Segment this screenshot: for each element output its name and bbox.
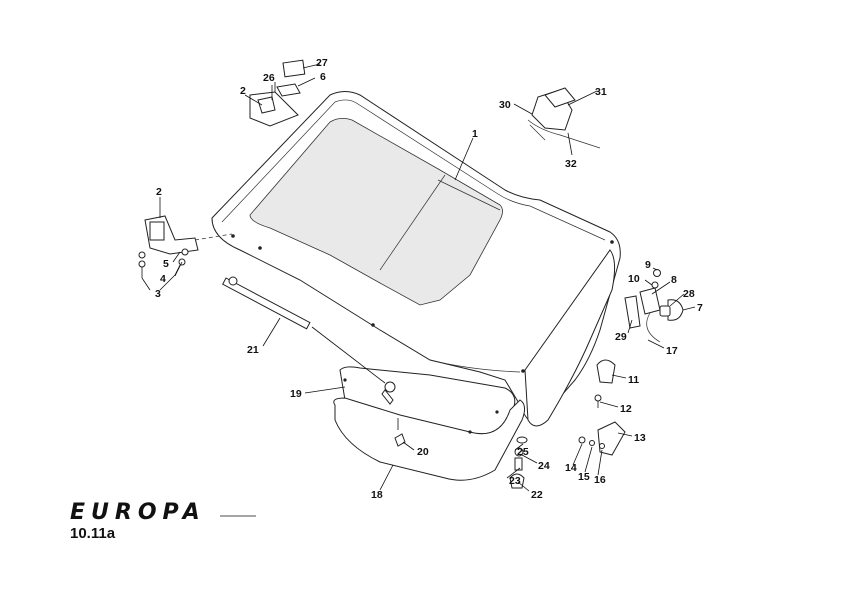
callout-27: 27 bbox=[316, 57, 328, 69]
callout-22: 22 bbox=[531, 489, 543, 501]
callout-29: 29 bbox=[615, 331, 627, 343]
callout-3: 3 bbox=[155, 288, 161, 300]
lower-trim-panel bbox=[333, 366, 526, 481]
callout-32: 32 bbox=[565, 158, 577, 170]
callout-30: 30 bbox=[499, 99, 511, 111]
callout-1: 1 bbox=[472, 128, 478, 140]
gas-strut bbox=[222, 276, 396, 405]
callout-14: 14 bbox=[565, 462, 577, 474]
callout-23: 23 bbox=[509, 475, 521, 487]
lower-hinge bbox=[138, 215, 233, 278]
callout-17: 17 bbox=[666, 345, 678, 357]
callout-7: 7 bbox=[697, 302, 703, 314]
europa-logo: EUROPA bbox=[70, 500, 206, 525]
leader-lines bbox=[141, 63, 696, 492]
callout-9: 9 bbox=[645, 259, 651, 271]
callout-6: 6 bbox=[320, 71, 326, 83]
callout-20: 20 bbox=[417, 446, 429, 458]
release-mechanism bbox=[527, 87, 601, 149]
callout-16: 16 bbox=[594, 474, 606, 486]
callout-2-upper: 2 bbox=[240, 85, 246, 97]
callout-18: 18 bbox=[371, 489, 383, 501]
callout-2-lower: 2 bbox=[156, 186, 162, 198]
callout-19: 19 bbox=[290, 388, 302, 400]
callout-8: 8 bbox=[671, 274, 677, 286]
figure-reference: 10.11a bbox=[70, 525, 116, 542]
callout-13: 13 bbox=[634, 432, 646, 444]
callout-21: 21 bbox=[247, 344, 259, 356]
callout-26: 26 bbox=[263, 72, 275, 84]
rear-hatch-assembly bbox=[211, 91, 621, 427]
callout-10: 10 bbox=[628, 273, 640, 285]
callout-11: 11 bbox=[628, 374, 639, 386]
callout-28: 28 bbox=[683, 288, 695, 300]
fasteners bbox=[394, 418, 406, 447]
callout-24: 24 bbox=[538, 460, 550, 472]
upper-hinge bbox=[249, 59, 306, 127]
callout-31: 31 bbox=[595, 86, 607, 98]
callout-12: 12 bbox=[620, 403, 632, 415]
brand-wordmark: EUROPA bbox=[70, 500, 256, 525]
callout-25: 25 bbox=[517, 446, 529, 458]
lock-assembly bbox=[594, 269, 684, 408]
callout-labels: 1 2 2 3 4 5 6 7 8 9 10 11 12 13 14 15 16… bbox=[155, 57, 703, 501]
callout-4: 4 bbox=[160, 273, 166, 285]
callout-5: 5 bbox=[163, 258, 169, 270]
callout-15: 15 bbox=[578, 471, 590, 483]
